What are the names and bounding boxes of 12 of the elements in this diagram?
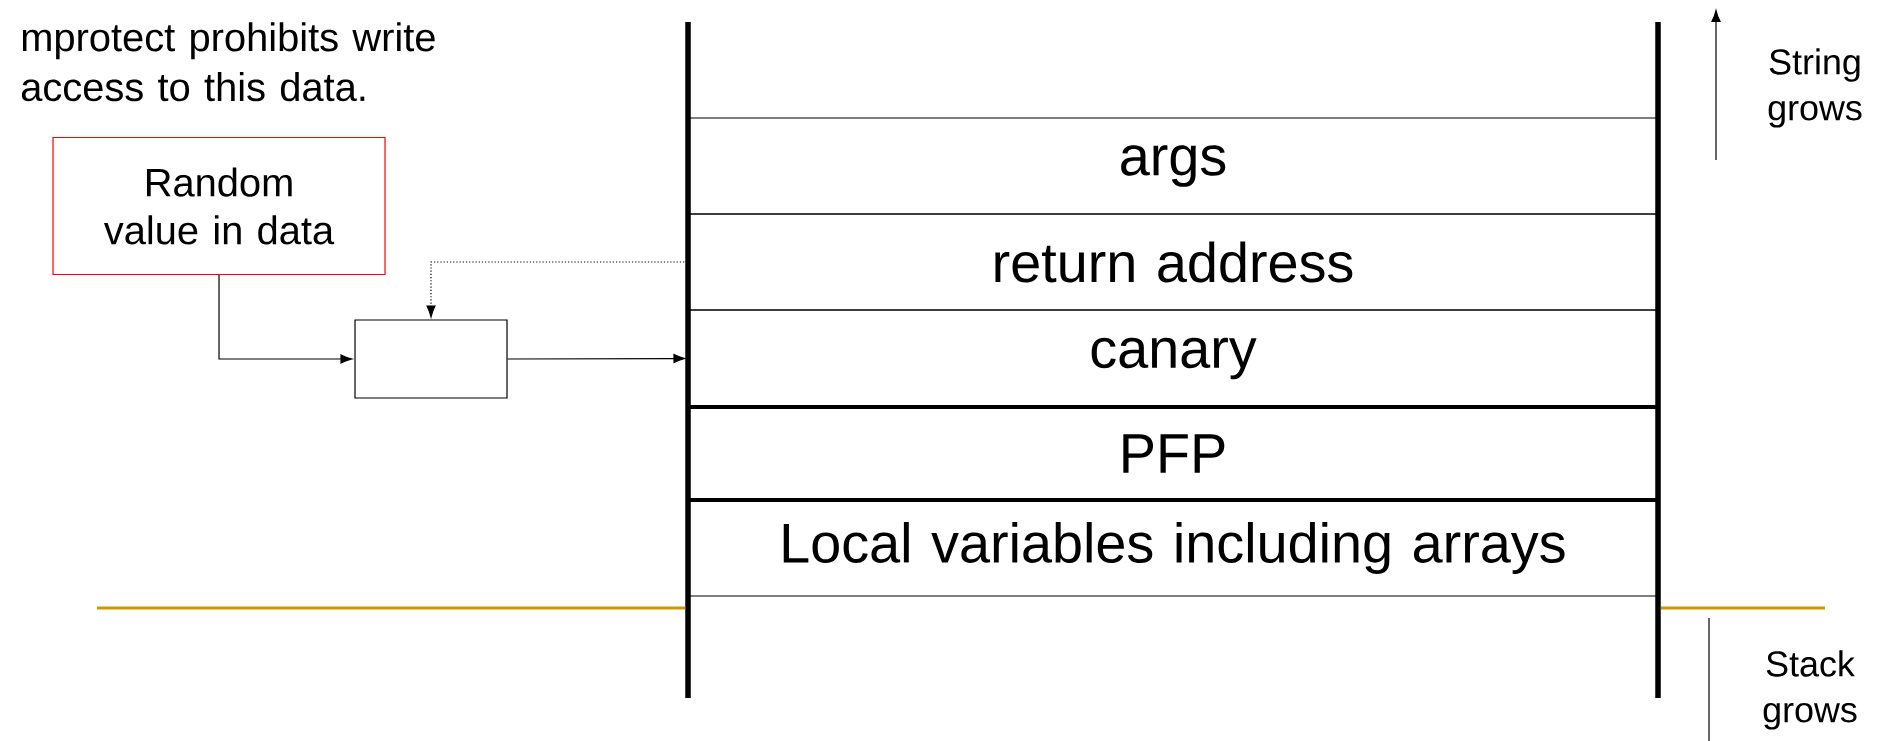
direction-label: String grows	[1768, 48, 1862, 128]
stack-slot: return address	[687, 213, 1659, 311]
arrow	[218, 274, 353, 364]
stack-slot: args	[687, 117, 1659, 215]
stack-slot: Local variables including arrays	[687, 499, 1659, 597]
stack-slot: canary	[687, 309, 1659, 408]
random-value-box: Random value in data	[52, 136, 386, 276]
arrow	[426, 261, 688, 318]
node-label: PFP	[1123, 434, 1225, 473]
arrow	[507, 353, 686, 364]
direction-label: Stack grows	[1763, 650, 1857, 730]
empty-box	[354, 319, 508, 399]
